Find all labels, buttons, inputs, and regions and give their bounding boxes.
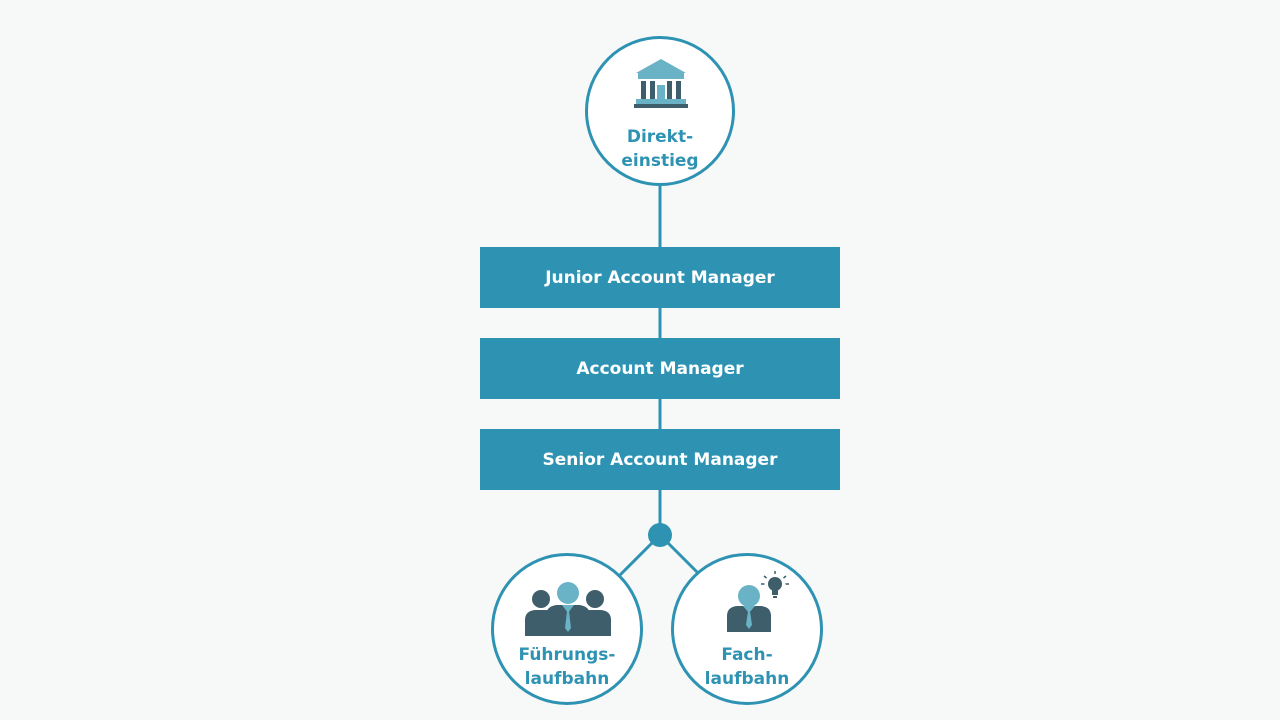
expert-label: Fach- laufbahn — [674, 643, 820, 691]
branch-circle-fuehrungslaufbahn: Führungs- laufbahn — [491, 553, 643, 705]
branch-node — [648, 523, 672, 547]
level-label: Senior Account Manager — [542, 449, 778, 470]
expert-label-line2: laufbahn — [704, 669, 790, 689]
expert-lightbulb-icon — [727, 571, 789, 632]
start-label-line2: einstieg — [621, 151, 699, 171]
level-box-account-manager: Account Manager — [480, 338, 840, 399]
level-label: Junior Account Manager — [545, 267, 775, 288]
level-box-senior-account-manager: Senior Account Manager — [480, 429, 840, 490]
start-label: Direkt- einstieg — [588, 125, 732, 173]
branch-circle-fachlaufbahn: Fach- laufbahn — [671, 553, 823, 705]
leadership-label-line1: Führungs- — [518, 645, 616, 665]
start-label-line1: Direkt- — [626, 127, 694, 147]
team-people-icon — [525, 582, 611, 636]
start-circle-direkteinstieg: Direkt- einstieg — [585, 36, 735, 186]
level-box-junior-account-manager: Junior Account Manager — [480, 247, 840, 308]
leadership-label: Führungs- laufbahn — [494, 643, 640, 691]
leadership-label-line2: laufbahn — [524, 669, 610, 689]
bank-building-icon — [634, 59, 688, 108]
expert-label-line1: Fach- — [721, 645, 773, 665]
level-label: Account Manager — [576, 358, 744, 379]
